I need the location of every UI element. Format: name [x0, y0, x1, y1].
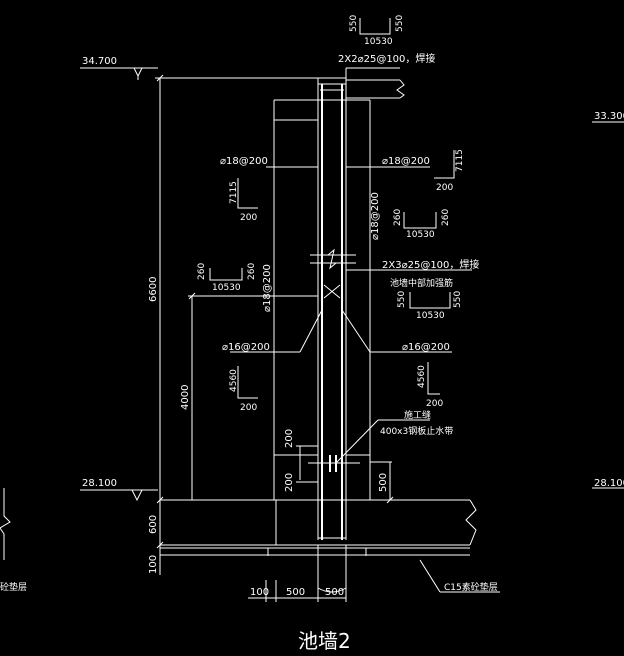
shape-right-upper-height: 7115	[455, 149, 465, 172]
rebar-right-lower: ⌀16@200	[402, 342, 450, 353]
dimension-lines	[0, 67, 624, 602]
dim-total-height: 6600	[148, 277, 159, 302]
shape-right-mid-width: 10530	[406, 230, 435, 240]
shape-left-upper-height: 7115	[229, 181, 239, 204]
rebar-top-weld: 2X2⌀25@100，焊接	[338, 52, 435, 65]
rebar-mid-weld: 2X3⌀25@100，焊接	[382, 258, 479, 271]
shape-mid-detail-left: 550	[397, 291, 407, 308]
shape-mid-detail-right: 550	[453, 291, 463, 308]
rebar-left-upper: ⌀18@200	[220, 156, 268, 167]
shape-right-lower-height: 4560	[417, 365, 427, 388]
dim-bottom-mid1: 500	[286, 587, 305, 598]
shape-left-mid-right: 260	[247, 263, 257, 280]
dim-joint-upper: 200	[284, 429, 295, 448]
dim-bottom-left: 100	[250, 587, 269, 598]
top-detail-right: 550	[395, 15, 405, 32]
shape-right-mid-right: 260	[441, 209, 451, 226]
dim-joint-right: 500	[378, 473, 389, 492]
shape-left-lower-width: 200	[240, 403, 257, 413]
rebar-vertical-left: ⌀18@200	[262, 264, 273, 312]
rebar-left-lower: ⌀16@200	[222, 342, 270, 353]
shape-right-upper-width: 200	[436, 183, 453, 193]
note-cushion-right: C15素砼垫层	[444, 581, 498, 593]
drawing-title: 池墙2	[298, 629, 351, 653]
note-joint-title: 施工缝	[404, 409, 431, 421]
shape-left-mid-width: 10530	[212, 283, 241, 293]
rebar-shapes	[209, 18, 455, 399]
elevation-top-right: 33.300	[594, 111, 624, 122]
top-detail-left: 550	[349, 15, 359, 32]
note-joint-detail: 400x3钢板止水带	[380, 425, 453, 437]
elevation-bottom-left: 28.100	[82, 478, 117, 489]
dim-joint-lower: 200	[284, 473, 295, 492]
top-detail-width: 10530	[364, 37, 393, 47]
reinforcement	[299, 83, 360, 540]
dim-bottom-mid2: 500	[325, 587, 344, 598]
labels: 34.700 33.300 28.100 28.100 6600 4000 60…	[0, 15, 624, 653]
dim-foundation-depth: 600	[148, 515, 159, 534]
shape-left-mid-left: 260	[197, 263, 207, 280]
leader-lines	[230, 67, 500, 593]
dim-lower-height: 4000	[180, 385, 191, 410]
shape-mid-detail-width: 10530	[416, 311, 445, 321]
rebar-right-upper: ⌀18@200	[382, 156, 430, 167]
shape-right-mid-left: 260	[393, 209, 403, 226]
note-cushion-left: 砼垫层	[0, 581, 27, 593]
dim-cushion: 100	[148, 555, 159, 574]
rebar-vertical-mid: ⌀18@200	[370, 192, 381, 240]
elevation-bottom-right: 28.100	[594, 478, 624, 489]
shape-right-lower-width: 200	[426, 399, 443, 409]
elevation-top-left: 34.700	[82, 56, 117, 67]
rebar-mid-note: 池墙中部加强筋	[390, 277, 453, 289]
shape-left-upper-width: 200	[240, 213, 257, 223]
shape-left-lower-height: 4560	[229, 369, 239, 392]
